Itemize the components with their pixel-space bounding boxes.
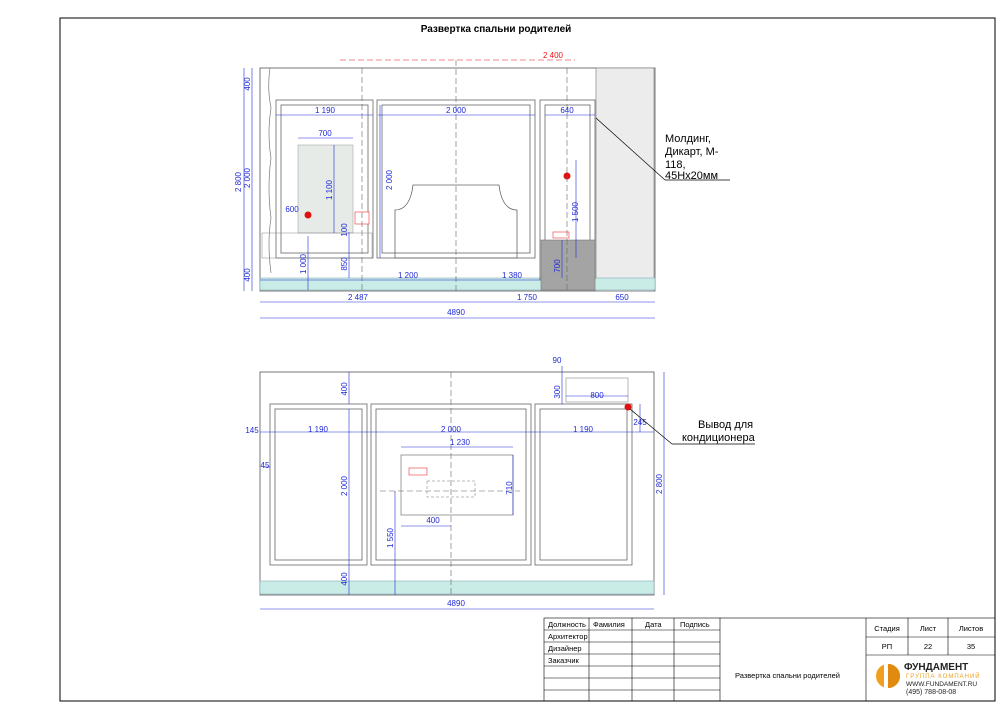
dim-right-panel: 640: [560, 106, 574, 115]
company-logo: ФУНДАМЕНТ ГРУППА КОМПАНИЙ WWW.FUNDAMENT.…: [876, 662, 981, 696]
dim-650: 650: [615, 293, 629, 302]
dim-top-red: 2 400: [543, 51, 564, 60]
wall-elevation-second: 90 300 800 400 145 1 190 2 000 1 190 245…: [245, 356, 756, 610]
molding-note-line2: Дикарт, М-: [665, 146, 719, 158]
dim-total-width-second: 4890: [447, 599, 465, 608]
page-title: Развертка спальни родителей: [421, 24, 572, 35]
dim-1000: 1 000: [299, 253, 308, 274]
company-phone: (495) 788-08-08: [906, 689, 956, 696]
dim-center-panel: 2 000: [446, 106, 467, 115]
tb-sheets-label: Листов: [959, 624, 983, 633]
dim-total-width: 4890: [447, 308, 465, 317]
tb-sheets-value: 35: [967, 642, 975, 651]
panel-right: [534, 403, 633, 566]
dresser-block: [540, 239, 596, 291]
tb-stage-label: Стадия: [874, 624, 900, 633]
ac-unit: [565, 377, 629, 403]
tv-panel: [400, 454, 514, 516]
company-url: WWW.FUNDAMENT.RU: [906, 681, 977, 688]
dim-left-width: 1 190: [308, 425, 329, 434]
panel-right-inner: [539, 408, 628, 561]
dim-400-bottom: 400: [340, 572, 349, 586]
socket-icon: [408, 467, 428, 476]
dim-height-bottom: 400: [243, 268, 252, 282]
ac-note-line2: кондиционера: [682, 432, 756, 444]
dim-145: 145: [245, 426, 259, 435]
molding-note-line1: Молдинг,: [665, 133, 711, 145]
molding-panel-left-inner: [280, 104, 369, 254]
tb-header-name: Фамилия: [593, 620, 625, 629]
dim-800: 800: [590, 391, 604, 400]
dim-1550: 1 550: [386, 527, 395, 548]
dim-right-width: 1 190: [573, 425, 594, 434]
dim-1230: 1 230: [450, 438, 471, 447]
tb-role-designer: Дизайнер: [548, 644, 582, 653]
panel-left-inner: [274, 408, 363, 561]
dim-light-width: 700: [318, 129, 332, 138]
dim-height-total-second: 2 800: [655, 473, 664, 494]
wall-elevation: 2 400 2 800 2 000 400 400 1 190 2 000 64…: [234, 51, 730, 319]
leader-line-ac: [629, 408, 673, 445]
molding-note-line3: 118,: [665, 159, 686, 171]
tb-role-client: Заказчик: [548, 656, 580, 665]
tb-stage-value: РП: [882, 642, 892, 651]
wall-outline: [259, 67, 656, 292]
dim-90: 90: [553, 356, 562, 365]
sheet-frame: [59, 17, 996, 702]
dim-socket-offset-y: 100: [340, 223, 349, 237]
panel-left: [269, 403, 368, 566]
dim-710: 710: [505, 481, 514, 495]
title-block: Должность Фамилия Дата Подпись Архитекто…: [543, 617, 996, 702]
dim-socket-offset-x: 600: [285, 205, 299, 214]
tv-bracket: [426, 480, 476, 498]
dim-45: 45: [261, 461, 270, 470]
dim-2487: 2 487: [348, 293, 369, 302]
dim-center-height: 2 000: [385, 169, 394, 190]
ac-outlet-point: [624, 403, 632, 411]
wall-section-edge: [268, 67, 272, 274]
company-subtitle: ГРУППА КОМПАНИЙ: [906, 672, 981, 680]
dim-700: 700: [553, 259, 562, 273]
dim-850: 850: [340, 257, 349, 271]
dim-1380: 1 380: [502, 271, 523, 280]
dim-height-total: 2 800: [234, 171, 243, 192]
company-name: ФУНДАМЕНТ: [904, 662, 968, 673]
nightstand-left: [261, 232, 373, 259]
tb-role-architect: Архитектор: [548, 632, 588, 641]
tb-header-date: Дата: [645, 620, 662, 629]
dim-panel-height: 2 000: [340, 475, 349, 496]
lamp-outlet-point: [304, 211, 312, 219]
socket-icon: [552, 231, 570, 239]
dim-400-mid: 400: [426, 516, 440, 525]
dim-light-height: 1 100: [325, 179, 334, 200]
dim-center-width: 2 000: [441, 425, 462, 434]
dim-1200: 1 200: [398, 271, 419, 280]
tb-sheet-value: 22: [924, 642, 932, 651]
tb-drawing-name: Развертка спальни родителей: [735, 671, 840, 680]
tb-header-signature: Подпись: [680, 620, 710, 629]
tb-header-position: Должность: [548, 620, 586, 629]
dim-height-inner: 2 000: [243, 167, 252, 188]
molding-note-line4: 45Нх20мм: [665, 170, 718, 182]
dim-300: 300: [553, 385, 562, 399]
wall-outline-second: [259, 371, 655, 596]
dim-1500: 1 500: [571, 201, 580, 222]
side-wall-block: [595, 67, 655, 292]
floor-strip-second: [259, 580, 655, 595]
dim-400-top: 400: [340, 382, 349, 396]
dim-245: 245: [633, 418, 647, 427]
dim-left-panel: 1 190: [315, 106, 336, 115]
leader-line: [595, 117, 666, 181]
dim-height-top: 400: [243, 77, 252, 91]
tb-sheet-label: Лист: [920, 624, 937, 633]
dim-1750: 1 750: [517, 293, 538, 302]
ac-note-line1: Вывод для: [698, 419, 753, 431]
headboard: [394, 184, 518, 259]
